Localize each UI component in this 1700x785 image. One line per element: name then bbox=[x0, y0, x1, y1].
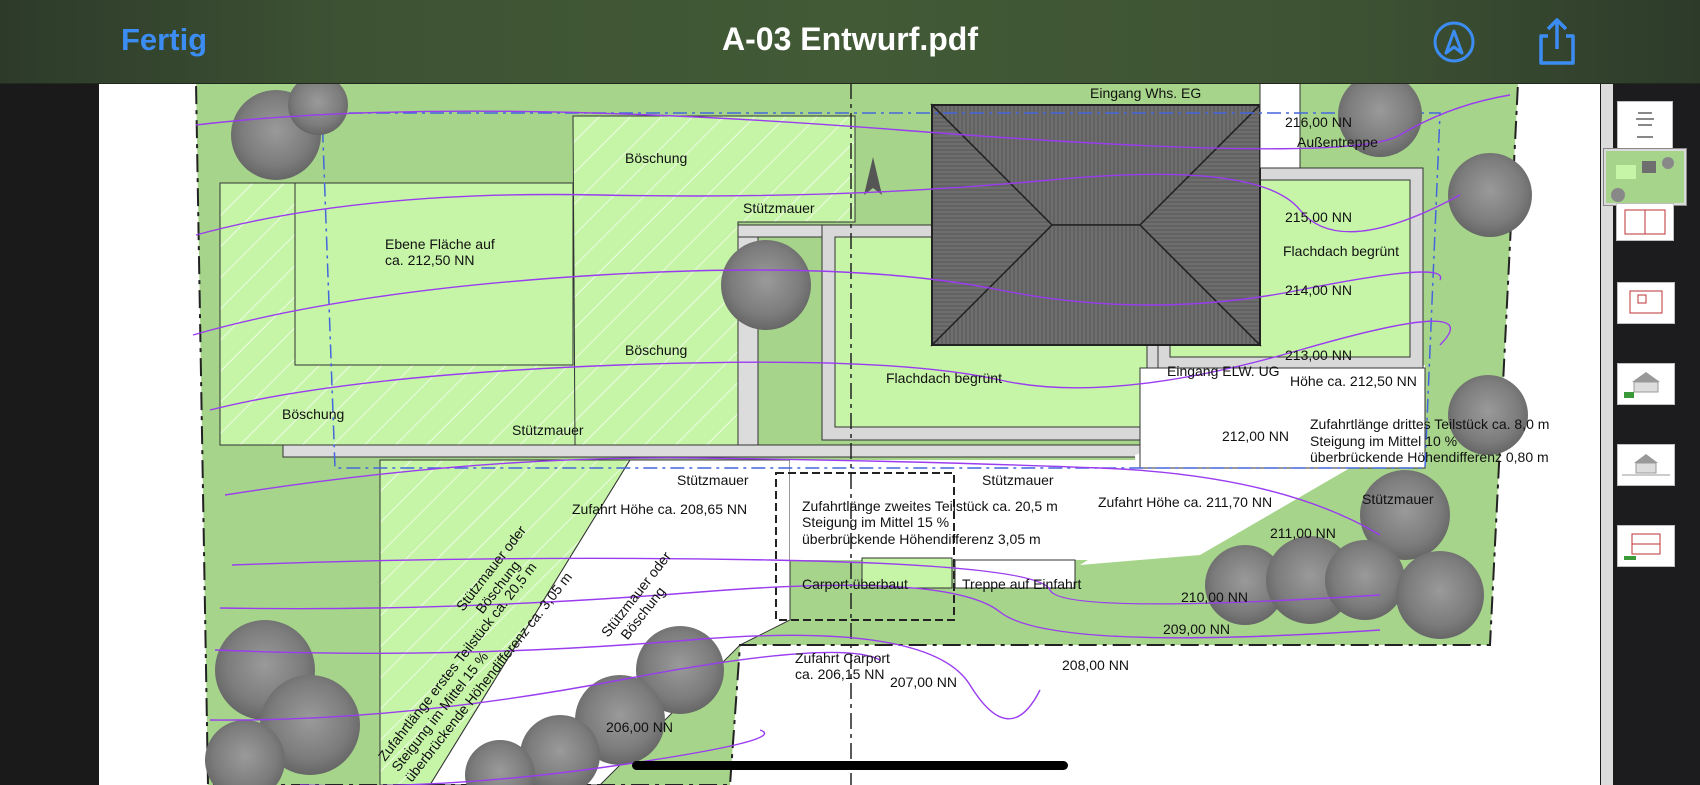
page-scrollbar[interactable] bbox=[1601, 83, 1613, 785]
pdf-viewer-toolbar: Fertig A-03 Entwurf.pdf bbox=[0, 0, 1700, 84]
north-arrow-icon bbox=[864, 157, 882, 195]
label-zufahrt-carport-2: ca. 206,15 NN bbox=[795, 666, 885, 682]
label-nn-211: 211,00 NN bbox=[1270, 525, 1336, 541]
label-nn-212: 212,00 NN bbox=[1222, 428, 1289, 444]
page-thumbnail-3[interactable] bbox=[1616, 203, 1674, 241]
label-treppe: Treppe auf Einfahrt bbox=[962, 576, 1081, 592]
label-nn-216: 216,00 NN bbox=[1285, 114, 1352, 130]
page-thumbnail-4[interactable] bbox=[1617, 282, 1675, 324]
share-icon[interactable] bbox=[1535, 17, 1579, 67]
label-nn-210: 210,00 NN bbox=[1181, 589, 1248, 605]
label-stuetzmauer-b2: Stützmauer bbox=[982, 472, 1054, 488]
page-thumbnail-5[interactable] bbox=[1617, 363, 1675, 405]
label-flachdach-center: Flachdach begrünt bbox=[886, 370, 1002, 386]
label-boeschung-top: Böschung bbox=[625, 150, 687, 166]
home-indicator[interactable] bbox=[632, 761, 1068, 770]
label-zufahrt2-line2: Steigung im Mittel 15 % bbox=[802, 514, 949, 530]
label-stuetzmauer-b1: Stützmauer bbox=[677, 472, 749, 488]
label-stuetzmauer-left: Stützmauer bbox=[512, 422, 584, 438]
label-ebene-flaeche-1: Ebene Fläche auf bbox=[385, 236, 495, 252]
house-roof bbox=[930, 103, 1262, 347]
label-zufahrt-carport-1: Zufahrt Carport bbox=[795, 650, 890, 666]
label-eingang-whs: Eingang Whs. EG bbox=[1090, 85, 1201, 101]
label-nn-206: 206,00 NN bbox=[606, 719, 673, 735]
label-nn-209: 209,00 NN bbox=[1163, 621, 1230, 637]
label-eingang-elw: Eingang ELW. UG bbox=[1167, 363, 1280, 379]
label-zufahrt-hoehe-21170: Zufahrt Höhe ca. 211,70 NN bbox=[1098, 494, 1272, 510]
label-zufahrt3-line3: überbrückende Höhendifferenz 0,80 m bbox=[1310, 449, 1549, 465]
page-thumbnail-6[interactable] bbox=[1617, 444, 1675, 486]
markup-pen-icon[interactable] bbox=[1432, 20, 1476, 64]
label-nn-207: 207,00 NN bbox=[890, 674, 957, 690]
done-button[interactable]: Fertig bbox=[121, 22, 208, 57]
label-stuetzmauer-top: Stützmauer bbox=[743, 200, 815, 216]
label-flachdach-right: Flachdach begrünt bbox=[1283, 243, 1399, 259]
label-nn-214: 214,00 NN bbox=[1285, 282, 1352, 298]
page-thumbnail-1[interactable] bbox=[1617, 101, 1673, 153]
label-boeschung-mid: Böschung bbox=[625, 342, 687, 358]
page-thumbnail-sidebar[interactable] bbox=[1601, 83, 1700, 785]
label-nn-215: 215,00 NN bbox=[1285, 209, 1352, 225]
page-thumbnail-2-selected[interactable] bbox=[1604, 149, 1686, 205]
label-carport: Carport überbaut bbox=[802, 576, 908, 592]
label-zufahrt2-line3: überbrückende Höhendifferenz 3,05 m bbox=[802, 531, 1041, 547]
page-thumbnail-7[interactable] bbox=[1617, 525, 1675, 567]
label-zufahrt3-line1: Zufahrtlänge drittes Teilstück ca. 8,0 m bbox=[1310, 416, 1549, 432]
label-zufahrt2-line1: Zufahrtlänge zweites Teilstück ca. 20,5 … bbox=[802, 498, 1058, 514]
label-aussentreppe: Außentreppe bbox=[1297, 134, 1378, 150]
site-plan-drawing: Eingang Whs. EG 216,00 NN Außentreppe Bö… bbox=[99, 83, 1600, 785]
label-zufahrt-hoehe-20865: Zufahrt Höhe ca. 208,65 NN bbox=[572, 501, 747, 517]
label-boeschung-left: Böschung bbox=[282, 406, 344, 422]
label-zufahrt3-line2: Steigung im Mittel 10 % bbox=[1310, 433, 1457, 449]
label-stuetzmauer-right: Stützmauer bbox=[1362, 491, 1434, 507]
pdf-page-canvas[interactable]: Eingang Whs. EG 216,00 NN Außentreppe Bö… bbox=[99, 83, 1600, 785]
tree-canopies bbox=[205, 83, 1532, 785]
label-nn-208: 208,00 NN bbox=[1062, 657, 1129, 673]
label-ebene-flaeche-2: ca. 212,50 NN bbox=[385, 252, 475, 268]
contour-lines bbox=[192, 94, 1511, 785]
label-nn-213: 213,00 NN bbox=[1285, 347, 1352, 363]
label-hoehe-2125: Höhe ca. 212,50 NN bbox=[1290, 373, 1417, 389]
